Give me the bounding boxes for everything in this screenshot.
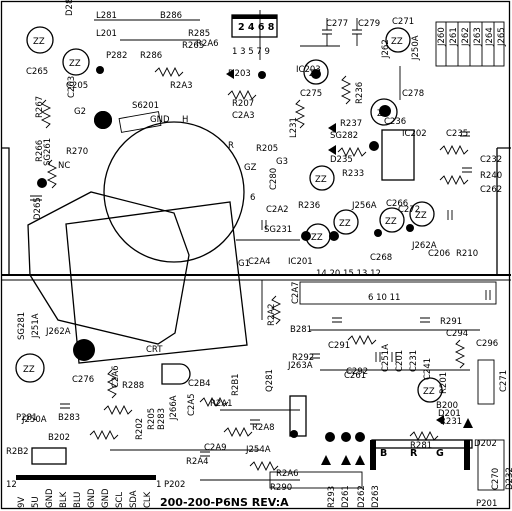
- capacitor-c266: ZZ: [333, 209, 359, 235]
- svg-text:ZZ: ZZ: [69, 59, 81, 69]
- svg-text:GND: GND: [87, 488, 97, 508]
- svg-text:9V: 9V: [17, 497, 27, 508]
- capacitor-c270: ZZ: [417, 377, 443, 403]
- svg-text:ZZ: ZZ: [423, 387, 435, 397]
- capacitor-c235: ZZ: [309, 165, 335, 191]
- crt-outline-1: [65, 201, 248, 364]
- svg-text:ZZ: ZZ: [23, 365, 35, 375]
- svg-text:GZ: GZ: [244, 163, 257, 173]
- capacitor-c265: ZZ: [26, 26, 54, 54]
- connector-top-pins-even: 2 4 6 8: [238, 22, 275, 33]
- capacitor-c272: ZZ: [379, 207, 405, 233]
- bottom-pin-labels: 9V 5U GND BLK BLU GND GND SCL SDA CLK: [17, 488, 153, 508]
- svg-text:R: R: [228, 141, 234, 151]
- svg-text:G1: G1: [238, 259, 250, 269]
- svg-text:ZZ: ZZ: [339, 219, 351, 229]
- capacitor-c271: ZZ: [385, 27, 411, 53]
- cap-symbols: [30, 18, 491, 457]
- connector-p201-id: P201: [476, 499, 497, 509]
- capacitor-c268: ZZ: [409, 201, 435, 227]
- bus-row-top: 14 20 15 13 12: [316, 269, 381, 279]
- label-j260: J260: [437, 27, 447, 47]
- svg-text:6: 6: [250, 193, 255, 203]
- transistor-q281: [161, 363, 191, 385]
- svg-text:BLU: BLU: [73, 492, 83, 508]
- crt-socket-tab: [118, 111, 162, 133]
- svg-text:ZZ: ZZ: [415, 211, 427, 221]
- coil-b201: [289, 395, 307, 437]
- svg-text:ZZ: ZZ: [311, 233, 323, 243]
- bus-connector-box: [299, 281, 497, 305]
- rgb-connector-left: [370, 440, 376, 470]
- connector-top-pins-odd: 1 3 5 7 9: [232, 47, 270, 57]
- crt-socket: [103, 121, 245, 263]
- connector-p202-id: P202: [164, 480, 185, 490]
- svg-text:GND: GND: [45, 488, 55, 508]
- label-j261: J261: [449, 27, 459, 47]
- crt-outline-2: [27, 191, 190, 345]
- svg-text:NC: NC: [58, 161, 70, 171]
- svg-text:BLK: BLK: [59, 491, 69, 508]
- j264a-box: [477, 439, 505, 491]
- bus-row-bottom: 6 10 11: [368, 293, 400, 303]
- connector-p203-pins: [232, 15, 277, 19]
- header-columns: [445, 22, 495, 66]
- connector-p202-right-num: 1: [156, 480, 161, 490]
- right-edge-notch: [496, 147, 511, 275]
- connector-p202-left-num: 12: [6, 480, 17, 490]
- svg-text:CLK: CLK: [143, 491, 153, 508]
- resistors: [40, 66, 469, 472]
- capacitor-c278: ZZ: [15, 353, 45, 383]
- svg-text:GND: GND: [101, 488, 111, 508]
- traces: [94, 10, 480, 481]
- crt-pin-labels: G2 GND H G1 G3 GZ NC R 6: [58, 107, 288, 269]
- rgb-label-b: B: [380, 448, 387, 459]
- label-j265: J265: [497, 27, 507, 47]
- diodes: [226, 69, 473, 465]
- solid-pads: [37, 66, 414, 442]
- svg-text:SCL: SCL: [115, 492, 125, 508]
- ferrite-b202: [31, 447, 67, 465]
- rgb-label-g: G: [436, 448, 444, 459]
- connector-p202: [16, 475, 156, 480]
- top-cutout: [1, 147, 10, 276]
- label-j263: J263: [473, 27, 483, 47]
- svg-text:5U: 5U: [31, 496, 41, 508]
- svg-text:ZZ: ZZ: [33, 37, 45, 47]
- zd201-box: [477, 359, 495, 405]
- rgb-label-r: R: [410, 448, 418, 459]
- footer-revision: 200-200-P6NS REV:A: [160, 496, 289, 509]
- svg-text:SDA: SDA: [129, 490, 139, 508]
- capacitor-c205: ZZ: [62, 48, 90, 76]
- label-j262: J262: [461, 27, 471, 47]
- svg-text:GND: GND: [150, 115, 170, 125]
- svg-text:ZZ: ZZ: [315, 175, 327, 185]
- crt-label: CRT: [146, 345, 163, 355]
- svg-text:H: H: [182, 115, 188, 125]
- svg-text:G2: G2: [74, 107, 86, 117]
- ic201-box: [381, 129, 415, 181]
- svg-text:G3: G3: [276, 157, 288, 167]
- svg-text:ZZ: ZZ: [391, 37, 403, 47]
- label-j264: J264: [485, 27, 495, 47]
- svg-text:ZZ: ZZ: [385, 217, 397, 227]
- rgb-connector-bar: [371, 439, 473, 449]
- rgb-connector-right: [464, 440, 470, 470]
